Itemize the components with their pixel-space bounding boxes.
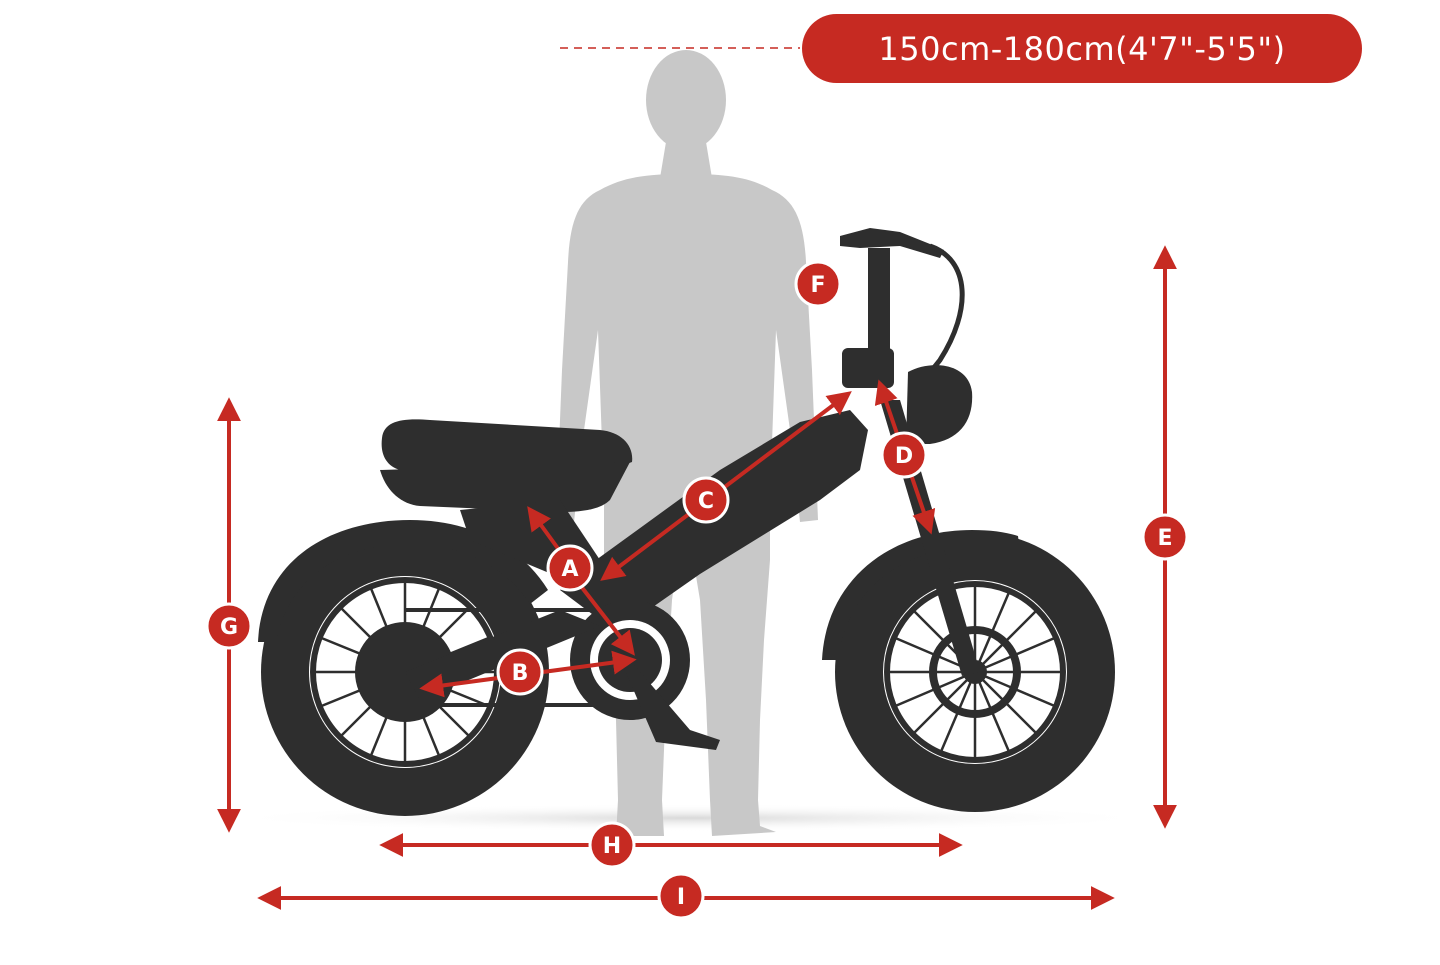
badge-c-label: C <box>698 489 714 514</box>
rider-height-range-badge: 150cm-180cm(4'7"-5'5") <box>802 14 1362 83</box>
badge-g: G <box>205 602 253 650</box>
badge-h-label: H <box>603 834 621 859</box>
seat <box>381 419 633 473</box>
badge-a-label: A <box>561 557 578 582</box>
crank-arm <box>624 660 720 750</box>
badge-h: H <box>588 821 636 869</box>
badge-b: B <box>496 648 544 696</box>
badge-e-label: E <box>1157 526 1172 551</box>
badge-g-label: G <box>220 615 238 640</box>
badge-c: C <box>682 476 730 524</box>
rider-height-range-text: 150cm-180cm(4'7"-5'5") <box>878 29 1286 68</box>
bike-silhouette <box>258 228 1115 816</box>
seat-frame <box>380 462 630 512</box>
rear-fender <box>258 520 548 642</box>
ground-shadow <box>220 804 1160 832</box>
front-fender <box>822 530 1020 660</box>
handlebar <box>840 228 944 258</box>
badge-e: E <box>1141 513 1189 561</box>
badge-i: I <box>657 872 705 920</box>
arrow-a-down <box>578 583 635 656</box>
handlebar-stem <box>868 248 890 358</box>
badge-b-label: B <box>512 661 529 686</box>
badge-d-label: D <box>895 444 913 469</box>
arrow-c <box>600 391 852 581</box>
badge-f-label: F <box>810 273 825 298</box>
brake-cable <box>910 243 965 397</box>
badge-f: F <box>794 260 842 308</box>
badge-a: A <box>546 544 594 592</box>
badge-i-label: I <box>677 885 685 910</box>
badge-d: D <box>880 431 928 479</box>
headlight <box>906 365 973 444</box>
